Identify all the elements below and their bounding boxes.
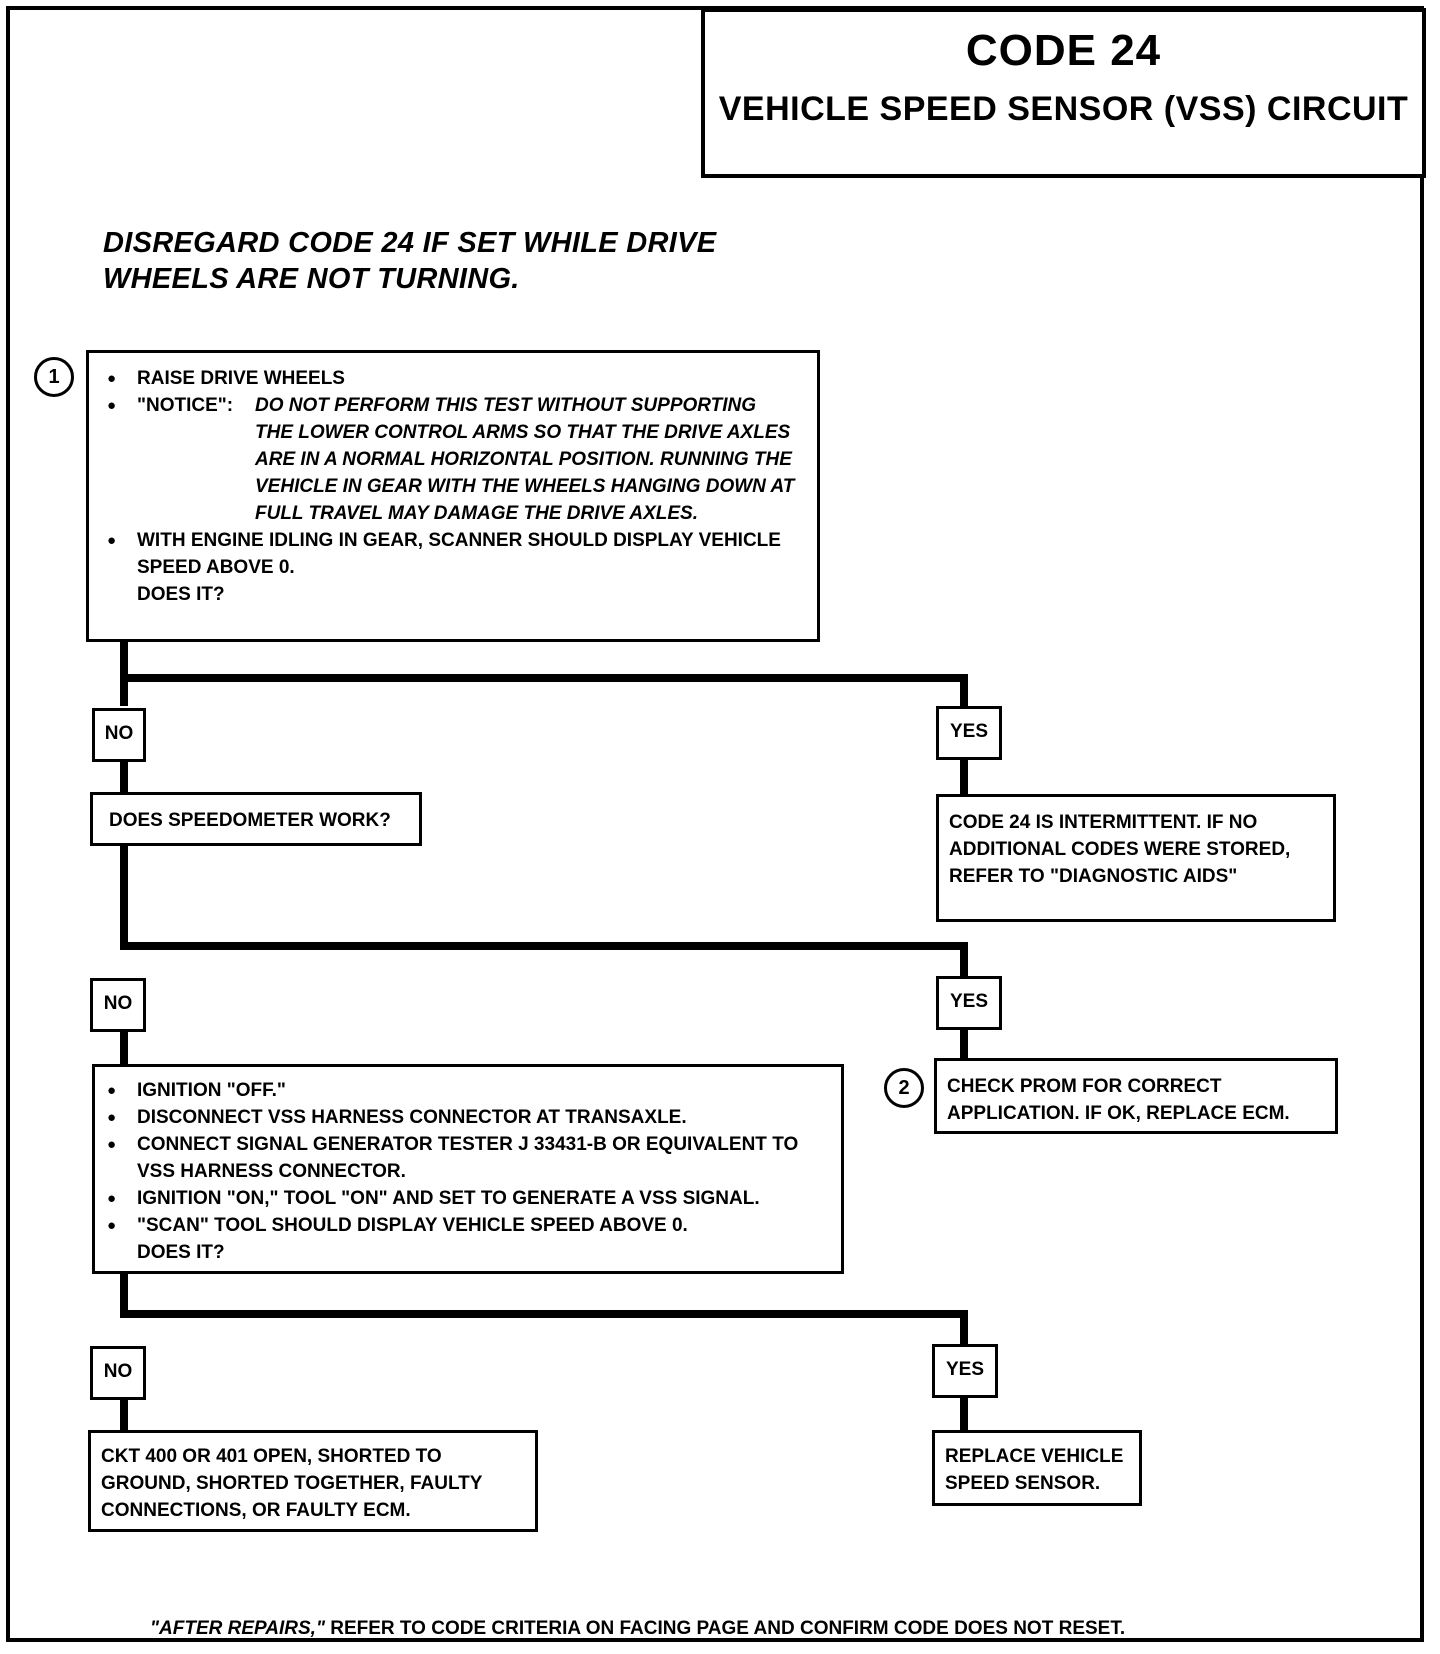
code-title: CODE 24 xyxy=(965,26,1162,75)
disregard-line-1: DISREGARD CODE 24 IF SET WHILE DRIVE xyxy=(103,227,717,259)
vss-question: DOES IT? xyxy=(137,1242,225,1263)
branch-3-no-label: NO xyxy=(90,1346,146,1400)
notice-label: "NOTICE": xyxy=(137,395,234,416)
disregard-line-2: WHEELS ARE NOT TURNING. xyxy=(103,263,520,295)
step-1-box: RAISE DRIVE WHEELS "NOTICE": DO NOT PERF… xyxy=(86,350,820,642)
vss-item-scan-tool: "SCAN" TOOL SHOULD DISPLAY VEHICLE SPEED… xyxy=(101,1212,831,1239)
vss-item-ignition-on: IGNITION "ON," TOOL "ON" AND SET TO GENE… xyxy=(101,1185,831,1212)
circuit-fault-text: CKT 400 OR 401 OPEN, SHORTED TO GROUND, … xyxy=(101,1446,483,1521)
connector-speedo-split xyxy=(120,838,968,976)
step-2-marker: 2 xyxy=(884,1068,924,1108)
replace-sensor-box: REPLACE VEHICLE SPEED SENSOR. xyxy=(932,1430,1142,1506)
step-2-box: CHECK PROM FOR CORRECT APPLICATION. IF O… xyxy=(934,1058,1338,1134)
branch-1-yes-label: YES xyxy=(936,706,1002,760)
intermittent-box: CODE 24 IS INTERMITTENT. IF NO ADDITIONA… xyxy=(936,794,1336,922)
step-1-item-scanner: WITH ENGINE IDLING IN GEAR, SCANNER SHOU… xyxy=(101,527,797,581)
after-repairs-note: "AFTER REPAIRS," REFER TO CODE CRITERIA … xyxy=(150,1618,1125,1640)
circuit-subtitle: VEHICLE SPEED SENSOR (VSS) CIRCUIT xyxy=(718,90,1409,128)
disregard-note: DISREGARD CODE 24 IF SET WHILE DRIVE WHE… xyxy=(103,225,716,297)
after-repairs-label: "AFTER REPAIRS," xyxy=(150,1618,325,1639)
intermittent-text: CODE 24 IS INTERMITTENT. IF NO ADDITIONA… xyxy=(949,812,1291,887)
branch-2-yes-label: YES xyxy=(936,976,1002,1030)
speedometer-question-box: DOES SPEEDOMETER WORK? xyxy=(90,792,422,846)
branch-2-no-label: NO xyxy=(90,978,146,1032)
vss-item-ignition-off: IGNITION "OFF." xyxy=(101,1077,831,1104)
branch-3-yes-label: YES xyxy=(932,1344,998,1398)
after-repairs-text: REFER TO CODE CRITERIA ON FACING PAGE AN… xyxy=(324,1618,1126,1639)
vss-item-connect-tester: CONNECT SIGNAL GENERATOR TESTER J 33431-… xyxy=(101,1131,831,1185)
connector-step1-split xyxy=(120,636,968,706)
notice-text: DO NOT PERFORM THIS TEST WITHOUT SUPPORT… xyxy=(255,395,795,524)
replace-sensor-text: REPLACE VEHICLE SPEED SENSOR. xyxy=(945,1446,1124,1494)
step-1-marker: 1 xyxy=(34,357,74,397)
vss-item-disconnect: DISCONNECT VSS HARNESS CONNECTOR AT TRAN… xyxy=(101,1104,831,1131)
step-1-item-raise: RAISE DRIVE WHEELS xyxy=(101,365,797,392)
step-2-text: CHECK PROM FOR CORRECT APPLICATION. IF O… xyxy=(947,1076,1290,1124)
step-1-item-notice: "NOTICE": DO NOT PERFORM THIS TEST WITHO… xyxy=(101,392,797,527)
step-1-question: DOES IT? xyxy=(137,584,225,605)
branch-1-no-label: NO xyxy=(92,708,146,762)
circuit-fault-box: CKT 400 OR 401 OPEN, SHORTED TO GROUND, … xyxy=(88,1430,538,1532)
vss-test-box: IGNITION "OFF." DISCONNECT VSS HARNESS C… xyxy=(92,1064,844,1274)
connector-vss-split xyxy=(120,1268,968,1344)
title-block: CODE 24 VEHICLE SPEED SENSOR (VSS) CIRCU… xyxy=(701,8,1426,178)
speedometer-question: DOES SPEEDOMETER WORK? xyxy=(109,810,391,831)
